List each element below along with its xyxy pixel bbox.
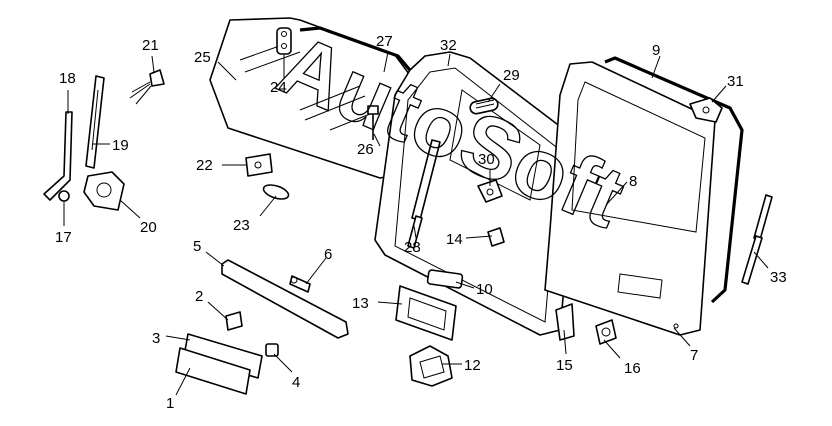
part-16-lock: [595, 319, 617, 345]
part-17-nut: [58, 190, 70, 202]
callout-14: 14: [446, 231, 463, 248]
part-24-hinge: [276, 27, 292, 55]
callout-21: 21: [142, 37, 159, 54]
callout-3: 3: [152, 330, 160, 347]
callout-2: 2: [195, 288, 203, 305]
callout-6: 6: [324, 246, 332, 263]
part-2-clip: [225, 311, 243, 331]
callout-28: 28: [404, 239, 421, 256]
callout-17: 17: [55, 229, 72, 246]
callout-16: 16: [624, 360, 641, 377]
callout-31: 31: [727, 73, 744, 90]
callout-5: 5: [193, 238, 201, 255]
part-6-screw: [289, 275, 311, 293]
part-23-lamp: [262, 184, 290, 200]
part-8-outer-panel: [544, 61, 716, 336]
part-4-grommet: [265, 343, 279, 357]
part-13-plate: [395, 285, 457, 341]
callout-24: 24: [270, 79, 287, 96]
callout-1: 1: [166, 395, 174, 412]
part-10-handle: [426, 269, 464, 289]
part-15-latch: [555, 303, 575, 341]
part-18-wiper-arm: [43, 111, 73, 201]
part-9-outer-seal: [604, 56, 744, 304]
callout-29: 29: [503, 67, 520, 84]
part-1-plate: [175, 347, 251, 395]
part-29-high-stop-lamp: [469, 97, 499, 115]
callout-7: 7: [690, 347, 698, 364]
callout-4: 4: [292, 374, 300, 391]
callout-labels: 1 2 3 4 5 6 7 8 9 10 12 13 14 15 16 17 1…: [55, 33, 787, 412]
part-5-trim-strip: [221, 259, 349, 339]
callout-33: 33: [770, 269, 787, 286]
part-26-bolt: [367, 105, 379, 140]
part-12-lock-mechanism: [409, 345, 453, 387]
part-33-gas-strut: [741, 194, 773, 285]
part-21-washer-jet: [129, 69, 165, 105]
callout-27: 27: [376, 33, 393, 50]
callout-32: 32: [440, 37, 457, 54]
part-14-latch-bracket: [487, 227, 505, 247]
callout-18: 18: [59, 70, 76, 87]
callout-15: 15: [556, 357, 573, 374]
part-22-bracket: [245, 153, 273, 177]
part-20-wiper-motor: [83, 171, 125, 211]
callout-23: 23: [233, 217, 250, 234]
callout-26: 26: [357, 141, 374, 158]
callout-12: 12: [464, 357, 481, 374]
callout-22: 22: [196, 157, 213, 174]
callout-9: 9: [652, 42, 660, 59]
callout-13: 13: [352, 295, 369, 312]
callout-25: 25: [194, 49, 211, 66]
callout-19: 19: [112, 137, 129, 154]
part-19-wiper-blade: [85, 75, 105, 169]
part-31-bump-stop: [689, 97, 723, 123]
callout-10: 10: [476, 281, 493, 298]
callout-30: 30: [478, 151, 495, 168]
callout-20: 20: [140, 219, 157, 236]
part-32-inner-frame: [374, 51, 579, 336]
leader-lines: [63, 51, 769, 396]
callout-8: 8: [629, 173, 637, 190]
